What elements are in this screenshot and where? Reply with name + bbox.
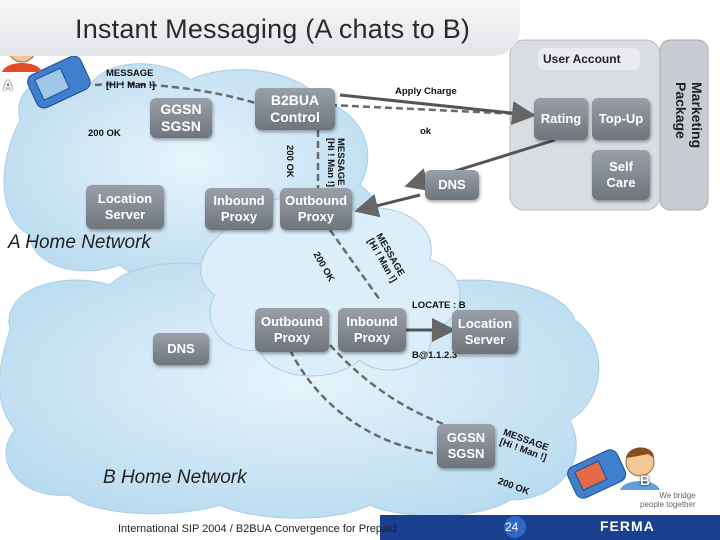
arrow-dns-to-outbound (354, 193, 421, 218)
sgsn-b-label: SGSN (447, 446, 485, 461)
location-server-a-box: Location Server (86, 185, 164, 229)
ggsn-sgsn-a-box: GGSN SGSN (150, 98, 212, 138)
outbound-b-label: Outbound (260, 313, 324, 329)
care-label: Care (606, 175, 636, 190)
rating-box: Rating (534, 98, 588, 140)
ok-label-a: 200 OK (88, 128, 121, 139)
inbound-proxy-b-label: Proxy (353, 330, 391, 345)
vertical-message: MESSAGE (335, 138, 346, 186)
footer-bar (380, 515, 720, 540)
package-label: Package (672, 82, 689, 139)
dns-b-label: DNS (167, 340, 195, 356)
phone-a-icon (27, 55, 91, 109)
marketing-package-bar (659, 39, 709, 211)
inbound-b-label: Inbound (346, 313, 398, 329)
connector-b2bua-to-rating (329, 103, 541, 117)
page-title: Instant Messaging (A chats to B) (75, 14, 471, 44)
page-number: 24 (505, 520, 519, 534)
vertical-ok-label: 200 OK (284, 145, 295, 178)
self-care-box: Self Care (592, 150, 650, 200)
outbound-proxy-b-label: Proxy (273, 330, 311, 345)
outbound-proxy-a-box: Outbound Proxy (280, 188, 352, 230)
connector-outbound-a-to-inbound-b (328, 229, 382, 301)
outbound-proxy-b-box: Outbound Proxy (255, 308, 329, 352)
vertical-message-label: MESSAGE [Hi ! Man !] (324, 138, 346, 188)
control-label: Control (270, 109, 320, 125)
inbound-a-label: Inbound (213, 192, 265, 208)
brand-tagline: We bridge people together (640, 491, 696, 510)
apply-charge-label: Apply Charge (395, 86, 457, 97)
b2bua-control-box: B2BUA Control (255, 88, 335, 130)
footer-text: International SIP 2004 / B2BUA Convergen… (118, 523, 397, 535)
topup-label: Top-Up (598, 110, 644, 126)
title-bar (0, 0, 520, 56)
dns-b-box: DNS (153, 333, 209, 365)
self-label: Self (609, 158, 633, 174)
person-b-icon (620, 447, 660, 490)
user-account-title: User Account (543, 52, 621, 66)
a-home-network-label: A Home Network (8, 232, 151, 253)
b-address-label: B@1.1.2.3 (412, 350, 458, 361)
marketing-package-label: Marketing Package (673, 82, 705, 148)
inbound-proxy-a-box: Inbound Proxy (205, 188, 273, 230)
ggsn-a-label: GGSN (160, 100, 202, 117)
b2bua-label: B2BUA (270, 91, 320, 108)
marketing-label: Marketing (689, 82, 705, 149)
user-b-label: B (640, 472, 651, 488)
tagline-line1: We bridge (659, 491, 696, 500)
user-account-header (538, 48, 640, 70)
outbound-a-label: Outbound (284, 192, 348, 208)
phone-b-icon (567, 449, 627, 499)
connector-outbound-b-to-ggsn-b (288, 349, 451, 457)
location-server-b-box: Location Server (452, 310, 518, 354)
sgsn-a-label: SGSN (161, 118, 201, 134)
location-b-label: Location (457, 315, 513, 331)
location-a-label: Location (97, 190, 153, 206)
message-body-a: [Hi ! Man !] (106, 80, 156, 91)
tagline-line2: people together (640, 499, 696, 509)
ggsn-sgsn-b-box: GGSN SGSN (437, 424, 495, 468)
message-label-a: MESSAGE (106, 68, 154, 79)
inbound-proxy-a-label: Proxy (220, 209, 258, 224)
topup-box: Top-Up (592, 98, 650, 140)
ok-charge-label: ok (420, 126, 432, 137)
arrow-apply-charge (339, 93, 536, 126)
server-a-label: Server (104, 207, 146, 222)
rating-label: Rating (540, 110, 582, 126)
dns-top-box: DNS (425, 170, 479, 200)
dns-top-label: DNS (438, 176, 466, 192)
brand-logo: FERMA (600, 518, 655, 534)
ggsn-b-label: GGSN (446, 429, 486, 445)
user-a-label: A (3, 77, 14, 93)
locate-b-label: LOCATE : B (412, 300, 466, 311)
outbound-proxy-a-label: Proxy (297, 209, 335, 224)
inbound-proxy-b-box: Inbound Proxy (338, 308, 406, 352)
page-badge (504, 516, 526, 538)
b-home-network-label: B Home Network (103, 467, 247, 488)
vertical-message-body: [Hi ! Man !] (324, 138, 336, 188)
server-b-label: Server (464, 332, 506, 347)
